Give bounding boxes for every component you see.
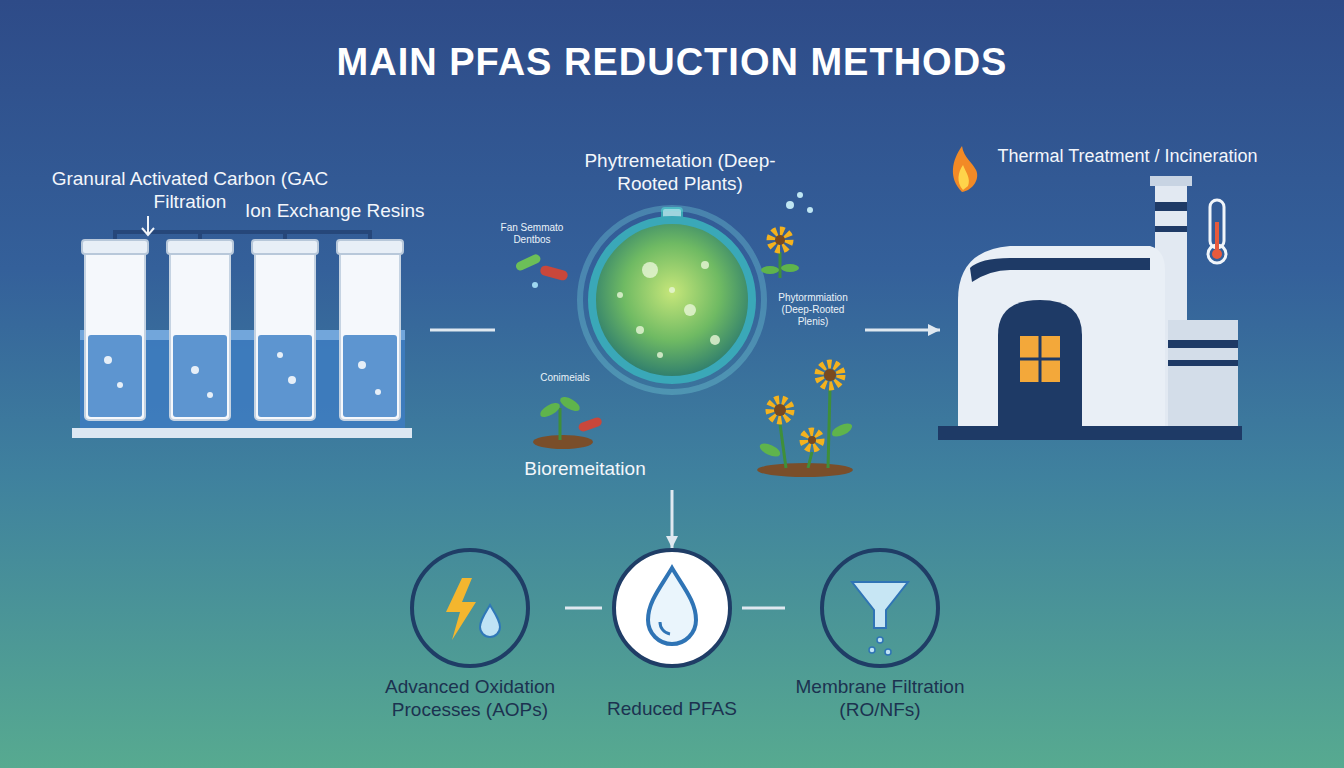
filtration-panel: Granural Activated Carbon (GAC Filtratio… [50,160,430,442]
bottom-icons [412,550,938,666]
connector-line [565,607,602,610]
connector-line [671,490,674,548]
node-heading: Reduced PFAS [602,698,742,721]
node-heading: Membrane Filtration (RO/NFs) [785,676,975,722]
tank-array [72,216,412,438]
connector-line [742,607,785,610]
diagram-title: MAIN PFAS REDUCTION METHODS [0,40,1344,86]
node-heading: Thermal Treatment / Incineration [980,146,1275,168]
connector-line [430,329,495,332]
method-circle: Advanced Oxidation Processes (AOPs) [375,548,565,743]
method-circle: Membrane Filtration (RO/NFs) [785,548,975,743]
incineration-plant [938,146,1242,440]
connector-line [865,329,940,332]
thermal-plant: Thermal Treatment / Incineration [940,140,1275,445]
result-circle: Reduced PFAS [602,548,742,743]
node-text: Bioremeitation [505,458,665,481]
node-heading: Advanced Oxidation Processes (AOPs) [375,676,565,722]
node-text: Ion Exchange Resins [245,200,430,223]
plant-label: Phytormmiation (Deep-Rooted Plenis) [765,292,861,328]
plant-label: Conimeials [530,372,600,384]
sunflowers [757,231,854,477]
plant-label: Fan Semmato Dentbos [497,222,567,246]
node-heading: Phytremetation (Deep-Rooted Plants) [575,150,785,196]
